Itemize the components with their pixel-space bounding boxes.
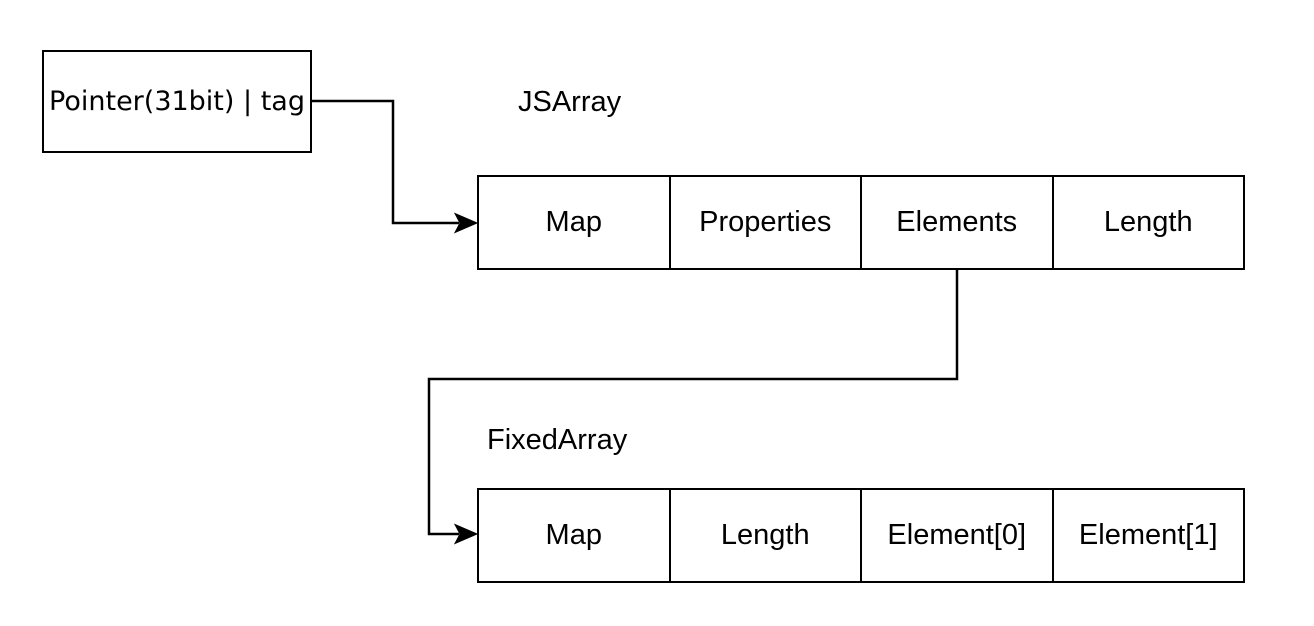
fixedarray-cell-element0: Element[0] (862, 490, 1054, 581)
pointer-tag-label: Pointer(31bit) | tag (49, 86, 305, 117)
jsarray-title: JSArray (518, 86, 622, 118)
jsarray-cell-properties: Properties (671, 177, 862, 268)
fixedarray-cell-element1: Element[1] (1078, 519, 1218, 551)
fixedarray-title: FixedArray (487, 424, 628, 456)
jsarray-cell-length: Length (1103, 206, 1193, 238)
fixedarray-cell-length: Length (671, 490, 862, 581)
fixedarray-cell-map: Map (479, 490, 671, 581)
jsarray-table: Map Properties Elements Length (477, 175, 1245, 270)
fixedarray-table: Map Length Element[0] Element[1] (477, 488, 1245, 583)
pointer-tag-box: Pointer(31bit) | tag (42, 50, 312, 153)
arrow-pointer-to-jsarray (312, 99, 479, 234)
jsarray-cell-elements: Elements (862, 177, 1054, 268)
jsarray-cell-map: Map (479, 177, 671, 268)
